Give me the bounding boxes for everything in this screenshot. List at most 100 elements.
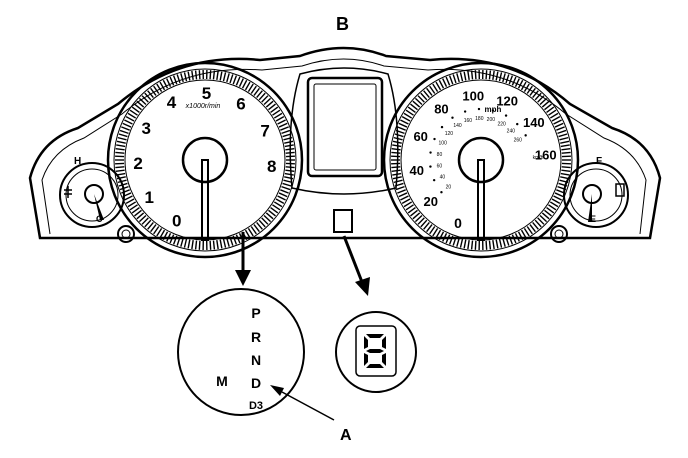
speedometer-tick [548,109,557,116]
digit-inset-circle [335,311,417,393]
tachometer-tick [278,192,288,198]
speedometer-tick [514,232,520,242]
tachometer-tick [116,140,126,144]
tachometer-tick [117,179,127,184]
tachometer-tick [144,219,152,228]
tachometer-tick [281,185,291,191]
speedometer-mph-numeral: 80 [434,101,448,116]
segment-f [364,336,368,349]
speedometer-bezel-inner [389,68,573,252]
speedometer-tick [459,238,464,248]
speedometer-tick [511,76,517,86]
speedometer-tick [520,81,527,91]
speedometer-tick [445,76,451,86]
tachometer-tick [141,217,149,225]
speedometer-tick [502,73,506,83]
segment-c [382,353,386,366]
tachometer-tick [162,79,169,89]
tachometer-tick [138,214,147,223]
tachometer-tick [180,237,184,247]
tachometer-tick [232,75,238,85]
speedometer-kmh-numeral: 200 [487,117,496,123]
tachometer-tick [125,116,135,122]
speedometer-mph-numeral: 120 [496,94,518,109]
speedometer-mph-numeral: 40 [410,163,424,178]
speedometer-tick [488,70,492,80]
speedometer-tick [400,195,409,201]
tachometer-tick [115,148,125,151]
speedometer-tick [517,79,524,89]
left-reset-knob [117,225,135,243]
speedometer-kmh-numeral: 260 [514,138,523,144]
tachometer-tick [159,229,166,239]
speedometer-needle [477,159,485,241]
speedometer-tick [508,75,514,85]
tachometer-numeral: 5 [202,84,211,103]
speedometer-kmh-numeral: 20 [446,185,452,191]
speedometer-kmh-dot [477,107,481,111]
speedometer-tick [463,71,467,81]
tachometer-tick [121,126,130,131]
right-trip-knob-inner [554,229,564,239]
speedometer-tick [397,189,406,194]
gear-position-inset: P R N D D3 M [177,288,305,416]
fuel-gauge-bezel [563,162,629,228]
speedometer-tick [561,166,571,169]
speedometer-tick [392,140,402,144]
gear-inset-circle [177,288,305,416]
tachometer-tick [138,97,147,106]
tachometer-tick [281,129,291,135]
tachometer-tick [131,207,140,214]
speedometer-tick [452,236,457,246]
tachometer-tick [187,71,191,81]
tachometer-tick [162,231,169,241]
speedometer-tick [394,182,404,187]
speedometer-tick [467,70,470,80]
speedometer-tick [394,133,404,138]
tachometer-tick [115,169,125,172]
tachometer-tick [150,224,157,233]
speedometer-tick [393,179,403,184]
speedometer-tick [397,126,406,131]
speedometer-tick [438,231,445,241]
fuel-gauge: F E [563,156,629,228]
seven-segment-digit [364,334,386,368]
tachometer-numeral: 2 [133,154,142,173]
speedometer-tick [523,83,530,92]
speedometer-tick [405,204,414,211]
speedometer-kmh-numeral: 140 [453,123,462,129]
gear-r-label: R [251,329,261,345]
tachometer-needle [201,159,209,241]
speedometer-tick [529,224,536,233]
tachometer-tick [191,70,194,80]
speedometer-bezel [382,61,580,259]
speedometer-tick [485,70,488,80]
speedometer-tick [438,79,445,89]
speedometer-kmh-dot [463,110,467,113]
callout-a-label: A [340,427,352,444]
speedometer-tick [467,240,470,250]
speedometer-tick [560,140,570,144]
gear-n-label: N [251,352,261,368]
tachometer-tick [275,198,285,204]
seven-segment-inset: 8 [335,311,417,393]
speedometer-tick [429,226,436,235]
speedometer-tick [541,100,550,108]
tachometer-numeral: 0 [172,212,181,231]
speedometer-tick [412,100,421,108]
center-panel-frame [289,67,399,195]
tachometer-bezel-inner [113,68,297,252]
tachometer-tick [226,237,230,247]
tachometer-numeral: 7 [260,121,269,140]
speedometer-tick [448,235,454,245]
speedometer-tick [514,78,520,88]
tachometer-tick [147,90,154,99]
tachometer-tick [268,103,276,111]
speedometer-tick [403,201,413,208]
tachometer-tick [238,78,244,88]
speedometer-tick [560,144,570,148]
speedometer-tick [412,212,421,220]
temperature-icon [64,186,72,198]
tachometer-tick [156,83,163,92]
